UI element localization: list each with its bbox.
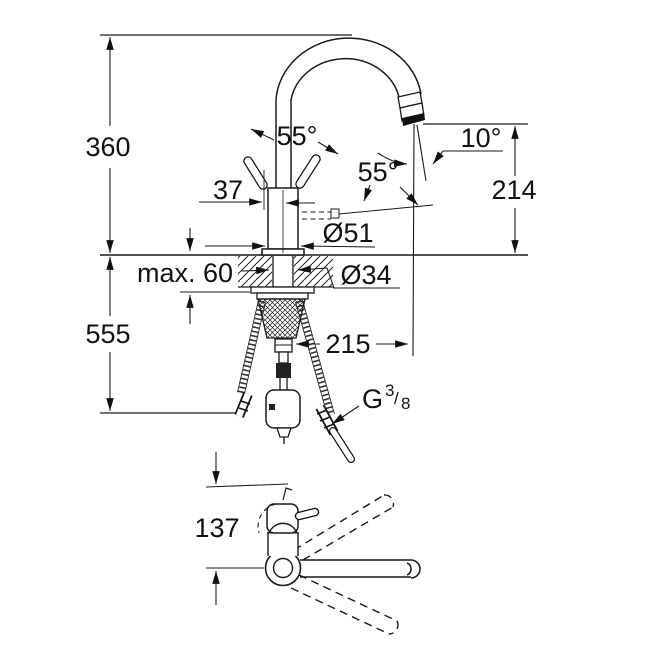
plan-handle bbox=[294, 507, 320, 521]
dim-label: 37 bbox=[213, 175, 243, 205]
spout-position-lower-dashed bbox=[290, 574, 399, 635]
lever-right bbox=[295, 154, 321, 189]
spout-arc bbox=[275, 37, 422, 101]
front-view bbox=[100, 34, 528, 463]
supply-hoses bbox=[234, 299, 355, 463]
faucet-body bbox=[261, 100, 305, 256]
dim-handle-offset-37: 37 bbox=[199, 170, 315, 210]
thread-slash: / bbox=[394, 389, 399, 408]
dim-outlet-height-214: 214 bbox=[491, 125, 537, 253]
dim-label: 555 bbox=[85, 319, 130, 349]
dim-label: 137 bbox=[194, 513, 239, 543]
dim-height-360: 360 bbox=[85, 37, 131, 253]
tip-reference-lines bbox=[412, 123, 427, 357]
dim-handle-angle-55: 55° bbox=[250, 121, 339, 155]
dim-label: Ø51 bbox=[322, 218, 373, 248]
countertop-section bbox=[238, 256, 333, 288]
thread-numerator: 3 bbox=[385, 381, 394, 400]
mounting-shank bbox=[250, 286, 315, 390]
dim-label: Ø34 bbox=[340, 260, 391, 290]
dim-counter-thickness: max. 60 bbox=[137, 228, 250, 324]
spout-position-upper-dashed bbox=[293, 494, 395, 561]
dim-label: max. 60 bbox=[137, 258, 233, 288]
dim-tip-angle-10: 10° bbox=[377, 123, 503, 167]
dim-label: 215 bbox=[325, 329, 370, 359]
dim-thread-g38: G 3 / 8 bbox=[331, 381, 410, 425]
thread-letter: G bbox=[362, 384, 383, 414]
hose-weight bbox=[265, 389, 301, 444]
dim-body-diameter-51: Ø51 bbox=[205, 218, 376, 250]
dim-plan-depth-137: 137 bbox=[194, 452, 289, 605]
dim-spray-angle-55: 55° bbox=[358, 157, 419, 206]
dim-label: 10° bbox=[461, 123, 502, 153]
reference-lines bbox=[100, 34, 528, 414]
dim-reach-215: 215 bbox=[296, 329, 408, 359]
dimensions-front: 360 555 37 55° 55° 10° bbox=[85, 37, 537, 425]
dim-hole-diameter-34: Ø34 bbox=[241, 260, 400, 290]
swivel-base bbox=[264, 549, 302, 587]
thread-denominator: 8 bbox=[401, 394, 410, 413]
lever-left bbox=[243, 156, 268, 190]
dim-label: 360 bbox=[85, 132, 130, 162]
dim-label: 55° bbox=[277, 121, 318, 151]
left-hose-fitting bbox=[234, 392, 253, 418]
pullout-spray-lines bbox=[302, 204, 434, 220]
dim-height-555: 555 bbox=[85, 257, 131, 411]
right-hose-fitting bbox=[315, 404, 355, 463]
dim-label: 214 bbox=[491, 175, 536, 205]
aerator-tip bbox=[397, 91, 425, 126]
plan-view: 137 bbox=[194, 452, 421, 635]
spout-position-solid bbox=[300, 559, 421, 579]
plan-body bbox=[257, 487, 320, 556]
dim-label: 55° bbox=[358, 157, 399, 187]
